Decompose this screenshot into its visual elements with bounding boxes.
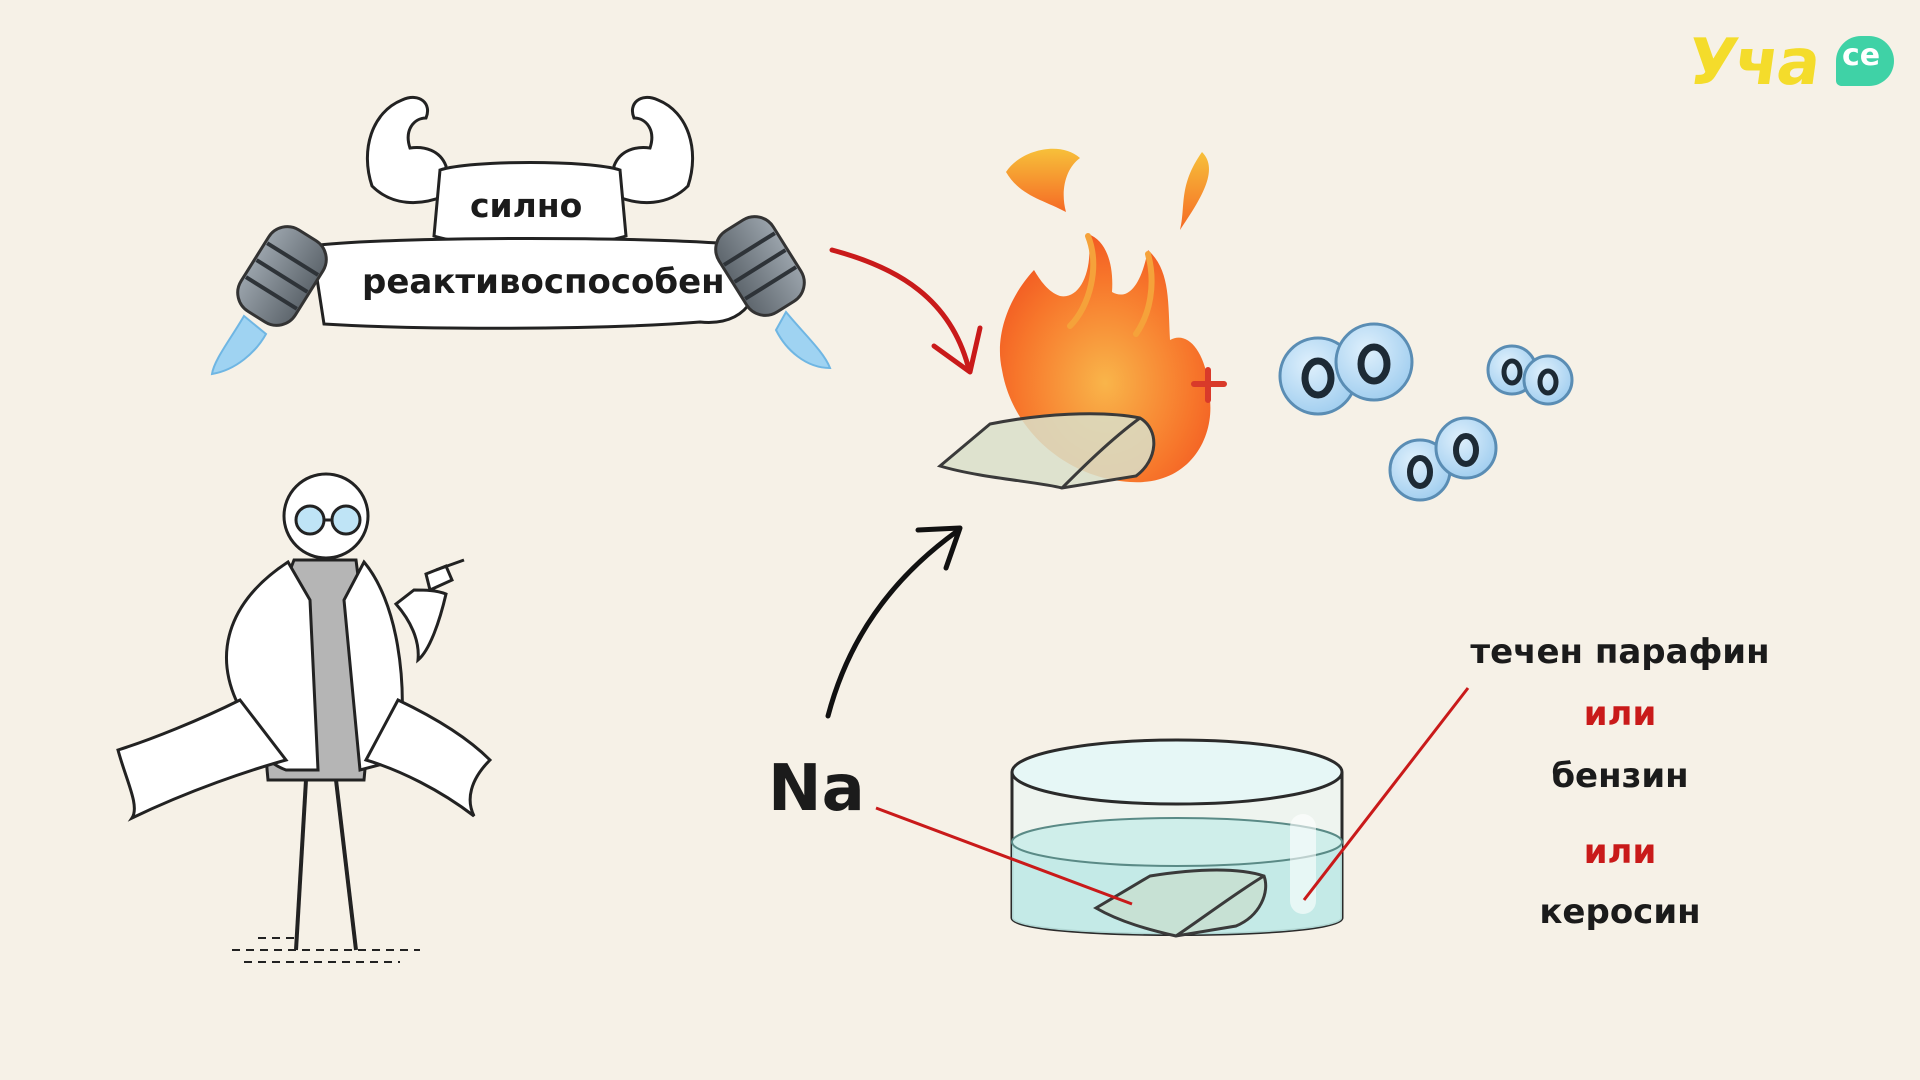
- solvent-paraffin-label: течен парафин: [1470, 632, 1770, 672]
- strong-label: силно: [470, 186, 583, 225]
- muscle-arms-icon: [365, 95, 695, 247]
- solvent-benzine-label: бензин: [1551, 756, 1689, 796]
- na-pointer-line: [875, 806, 1133, 906]
- speech-bubble-icon: [1836, 36, 1894, 86]
- reactive-banner: [310, 237, 754, 330]
- arrow-icon: [825, 529, 959, 719]
- solvent-pointer-line: [1302, 687, 1470, 901]
- solvent-kerosene-label: керосин: [1539, 892, 1701, 932]
- jet-engine-icon: [714, 215, 832, 370]
- arrow-icon: [915, 525, 963, 571]
- or-label-2: или: [1583, 832, 1657, 872]
- oxygen-molecule-icon: [1388, 416, 1498, 502]
- reactive-label: реактивоспособен: [362, 262, 725, 302]
- arrow-icon: [931, 325, 983, 375]
- brand-logo: Уча се: [1683, 26, 1898, 106]
- logo-text: Уча: [1682, 26, 1824, 100]
- scientist-icon: [116, 472, 493, 963]
- beaker-icon: [1010, 738, 1344, 938]
- plus-sign: [1191, 367, 1227, 403]
- logo-suffix: се: [1842, 38, 1881, 73]
- oxygen-molecule-icon: [1278, 322, 1414, 416]
- jet-engine-icon: [210, 225, 328, 376]
- sodium-symbol: Na: [768, 752, 865, 826]
- sodium-piece-icon: [936, 412, 1156, 490]
- or-label-1: или: [1583, 694, 1657, 734]
- arrow-icon: [829, 247, 971, 369]
- oxygen-molecule-icon: [1486, 344, 1574, 406]
